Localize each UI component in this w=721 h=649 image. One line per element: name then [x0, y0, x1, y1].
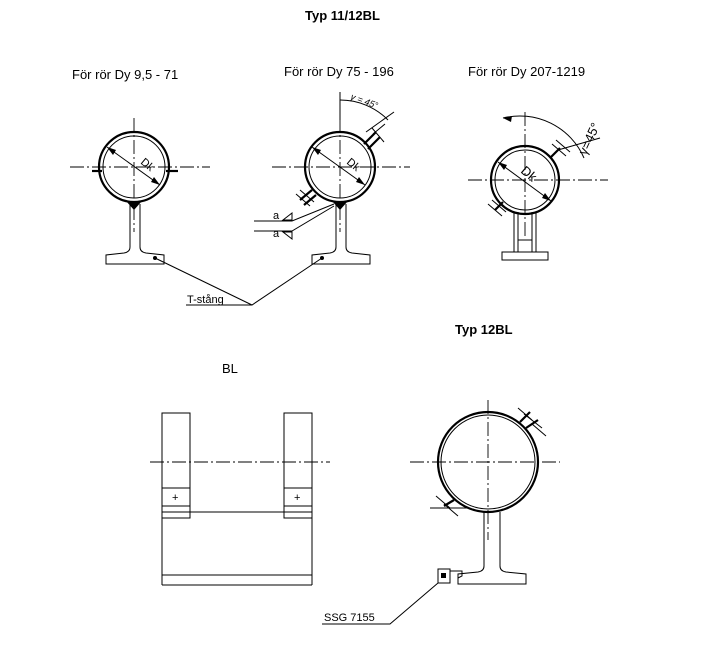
plus-mark-left: +	[172, 492, 178, 504]
dk-label-large: Dk	[518, 163, 540, 185]
figure-medium-pipe: Dk γ = 45° a a	[254, 91, 410, 265]
figure-small-pipe: Dk	[70, 118, 210, 265]
variant-label-small: För rör Dy 9,5 - 71	[72, 67, 178, 82]
main-title: Typ 11/12BL	[305, 8, 380, 23]
figure-bl-side-view: + +	[150, 412, 330, 586]
ssg-label: SSG 7155	[324, 612, 375, 624]
variant-label-medium: För rör Dy 75 - 196	[284, 64, 394, 79]
tstang-label: T-stång	[187, 294, 224, 306]
angle-label-medium: γ = 45°	[349, 91, 379, 110]
figure-large-pipe: Dk γ=45°	[468, 112, 608, 261]
variant-label-large: För rör Dy 207-1219	[468, 64, 585, 79]
figure-12bl-front-view	[410, 400, 560, 585]
tstang-callout: T-stång	[154, 257, 323, 306]
bl-label: BL	[222, 361, 238, 376]
plus-mark-right: +	[294, 492, 300, 504]
weld-symbol-a-top: a	[273, 210, 280, 222]
ssg-callout: SSG 7155	[322, 582, 439, 625]
secondary-title: Typ 12BL	[455, 322, 513, 337]
weld-symbol-a-bottom: a	[273, 228, 280, 240]
